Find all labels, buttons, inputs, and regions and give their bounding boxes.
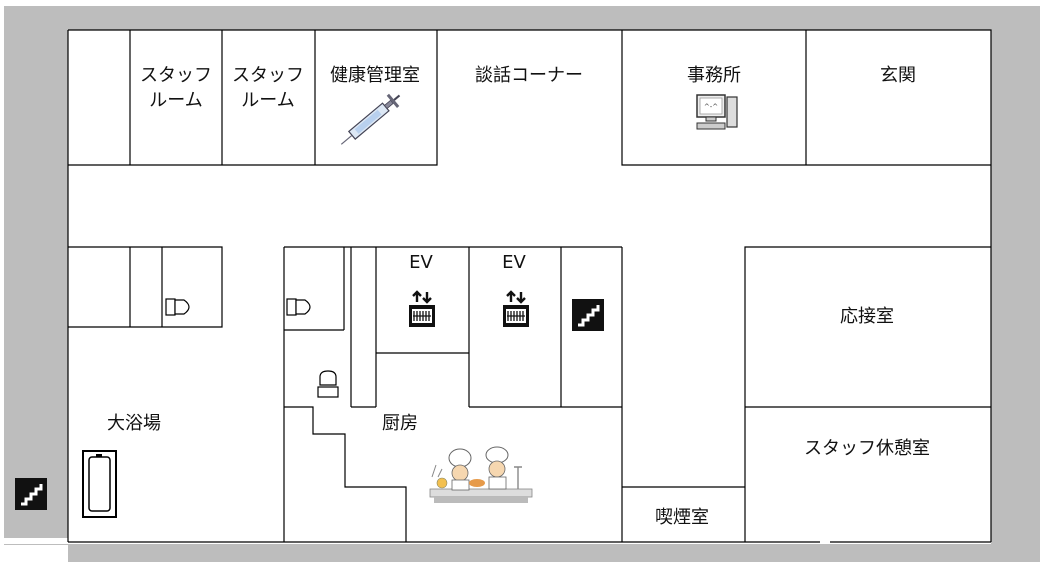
label-staff-lounge: スタッフ休憩室 [804, 438, 930, 459]
label-talk-corner: 談話コーナー [475, 65, 583, 86]
label-elevator-2: EV [502, 252, 526, 273]
syringe-icon [340, 93, 401, 145]
chefs-illustration [429, 446, 533, 503]
svg-text:^-^: ^-^ [704, 103, 718, 111]
toilet-icon [286, 298, 311, 316]
label-entrance: 玄関 [880, 65, 916, 86]
label-health-room: 健康管理室 [330, 65, 420, 86]
label-staff-room-1: スタッフ ルーム [140, 65, 212, 111]
computer-icon: ^-^ [696, 94, 738, 130]
label-reception: 応接室 [840, 306, 894, 327]
svg-text:スタッフ: スタッフ [140, 65, 212, 86]
stairs-icon [570, 297, 606, 333]
floor-area [68, 30, 991, 542]
label-kitchen: 厨房 [382, 413, 418, 434]
label-smoking-room: 喫煙室 [655, 507, 709, 528]
bathtub-icon [82, 450, 117, 518]
stairs-icon [13, 476, 49, 512]
label-bath: 大浴場 [107, 413, 161, 434]
svg-text:ルーム: ルーム [241, 90, 294, 111]
label-staff-room-2: スタッフ ルーム [232, 65, 304, 111]
toilet-icon [165, 298, 190, 316]
label-office: 事務所 [687, 65, 741, 86]
label-elevator-1: EV [409, 252, 433, 273]
svg-text:ルーム: ルーム [149, 90, 202, 111]
svg-text:スタッフ: スタッフ [232, 65, 304, 86]
toilet-icon [317, 370, 339, 398]
